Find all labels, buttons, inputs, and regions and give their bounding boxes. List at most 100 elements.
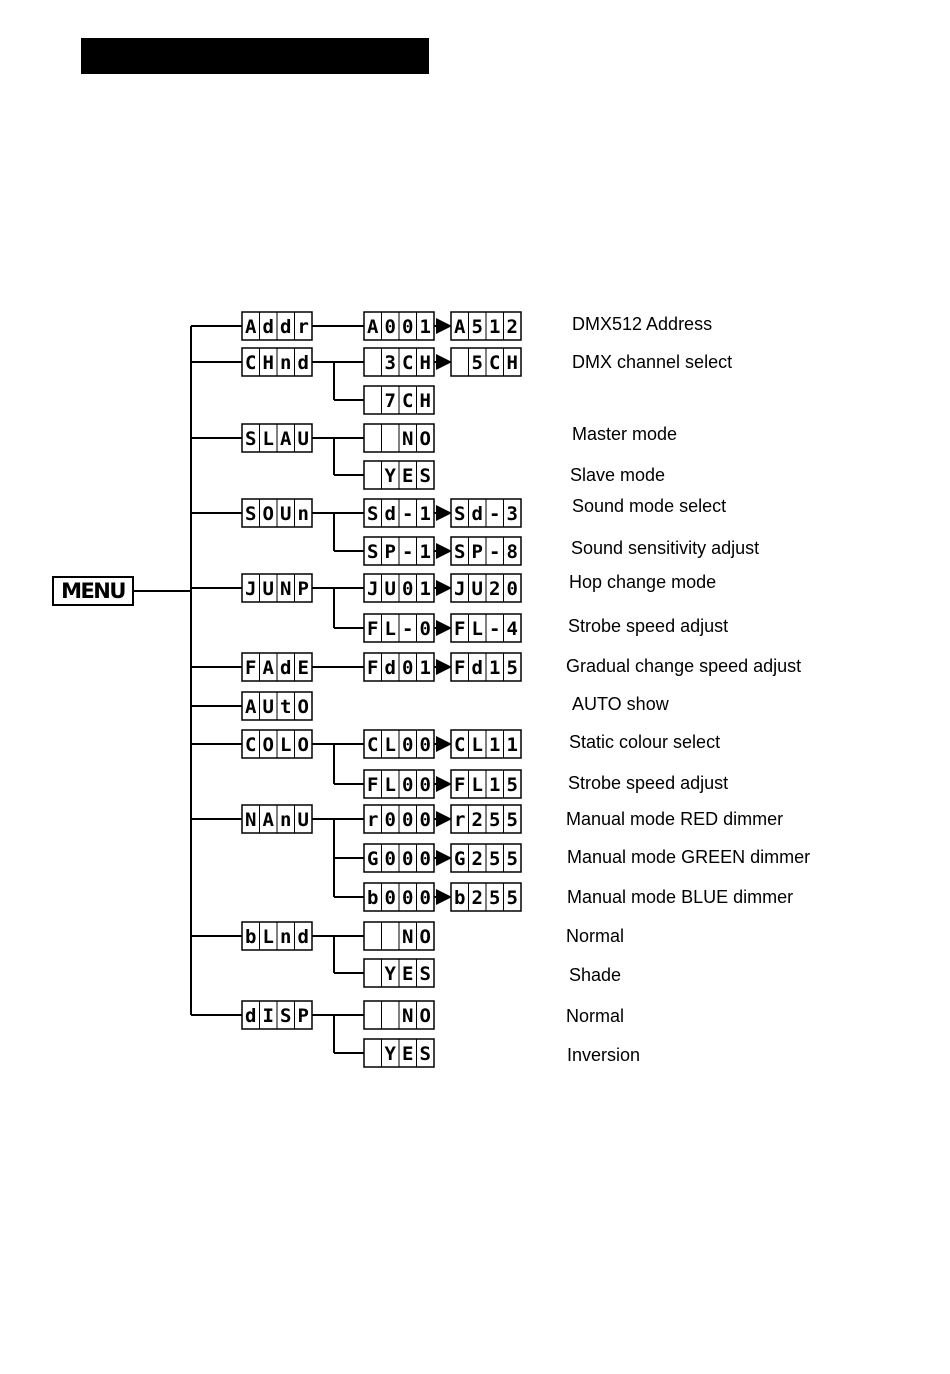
svg-text:U: U: [263, 696, 274, 718]
svg-text:Y: Y: [385, 465, 397, 487]
svg-text:1: 1: [489, 734, 500, 756]
svg-text:H: H: [263, 352, 274, 374]
svg-text:E: E: [402, 1043, 413, 1065]
svg-text:E: E: [298, 657, 309, 679]
svg-text:Y: Y: [385, 963, 397, 985]
description-9-1: Shade: [569, 965, 622, 985]
svg-text:2: 2: [507, 316, 518, 338]
svg-text:0: 0: [420, 809, 431, 831]
svg-text:C: C: [402, 352, 413, 374]
svg-text:A: A: [454, 316, 466, 338]
svg-text:5: 5: [507, 657, 518, 679]
svg-text:1: 1: [507, 734, 518, 756]
svg-text:5: 5: [489, 848, 500, 870]
svg-text:F: F: [245, 657, 256, 679]
svg-text:-: -: [489, 541, 500, 563]
svg-text:d: d: [385, 657, 396, 679]
svg-text:0: 0: [385, 848, 396, 870]
svg-text:5: 5: [507, 887, 518, 909]
svg-text:0: 0: [402, 809, 413, 831]
svg-text:4: 4: [507, 618, 518, 640]
svg-text:N: N: [402, 1005, 413, 1027]
svg-text:P: P: [298, 578, 309, 600]
description-1-0: DMX channel select: [572, 352, 733, 372]
description-6-0: AUTO show: [572, 694, 669, 714]
svg-text:F: F: [367, 657, 378, 679]
svg-text:U: U: [298, 428, 309, 450]
svg-text:1: 1: [489, 316, 500, 338]
svg-text:5: 5: [472, 352, 483, 374]
svg-text:H: H: [420, 390, 431, 412]
svg-text:1: 1: [420, 503, 431, 525]
svg-text:3: 3: [507, 503, 518, 525]
description-8-1: Manual mode GREEN dimmer: [567, 847, 811, 867]
description-2-1: Slave mode: [570, 465, 666, 485]
svg-text:N: N: [402, 926, 413, 948]
svg-text:O: O: [420, 1005, 431, 1027]
svg-text:I: I: [263, 1005, 274, 1027]
svg-text:L: L: [263, 428, 274, 450]
svg-text:N: N: [402, 428, 413, 450]
svg-text:E: E: [402, 963, 413, 985]
svg-text:8: 8: [507, 541, 518, 563]
svg-text:-: -: [402, 541, 413, 563]
svg-text:-: -: [489, 503, 500, 525]
svg-text:A: A: [245, 696, 257, 718]
svg-text:2: 2: [489, 578, 500, 600]
svg-text:L: L: [385, 734, 396, 756]
svg-text:O: O: [298, 696, 309, 718]
description-3-0: Sound mode select: [572, 496, 727, 516]
svg-text:O: O: [420, 428, 431, 450]
svg-text:S: S: [420, 465, 431, 487]
svg-text:O: O: [263, 734, 274, 756]
svg-text:d: d: [385, 503, 396, 525]
svg-text:n: n: [298, 503, 309, 525]
description-7-1: Strobe speed adjust: [568, 773, 729, 793]
svg-text:d: d: [245, 1005, 256, 1027]
svg-text:d: d: [280, 316, 291, 338]
svg-text:A: A: [245, 316, 257, 338]
svg-text:d: d: [472, 503, 483, 525]
description-5-0: Gradual change speed adjust: [566, 656, 802, 676]
svg-text:0: 0: [385, 809, 396, 831]
svg-text:5: 5: [507, 809, 518, 831]
svg-text:C: C: [367, 734, 378, 756]
svg-text:G: G: [367, 848, 378, 870]
svg-text:r: r: [367, 809, 378, 831]
svg-text:b: b: [367, 887, 378, 909]
svg-text:5: 5: [489, 887, 500, 909]
svg-text:5: 5: [507, 848, 518, 870]
svg-text:d: d: [298, 352, 309, 374]
svg-text:L: L: [385, 774, 396, 796]
svg-text:L: L: [385, 618, 396, 640]
svg-text:r: r: [298, 316, 309, 338]
svg-text:J: J: [245, 578, 256, 600]
menu-box: MENU: [52, 576, 134, 606]
